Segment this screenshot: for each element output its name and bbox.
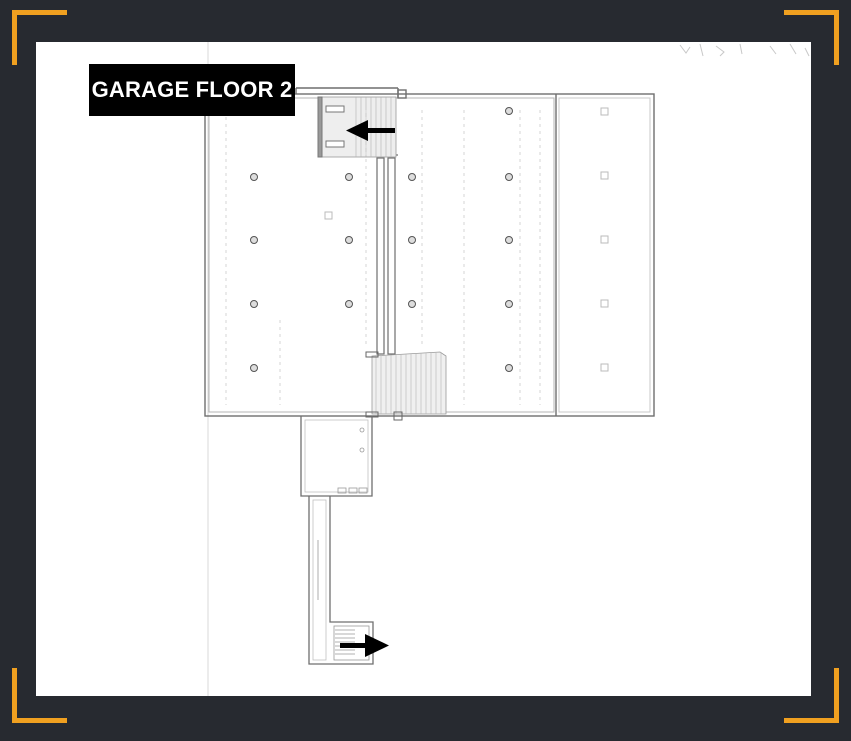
corner-bracket-top-left bbox=[12, 10, 67, 65]
corner-bracket-bottom-right bbox=[784, 668, 839, 723]
structural-columns bbox=[250, 107, 513, 372]
background-sketch bbox=[679, 43, 810, 57]
garage-outline bbox=[204, 87, 655, 417]
corner-bracket-top-right bbox=[784, 10, 839, 65]
floor-title-label: GARAGE FLOOR 2 bbox=[89, 64, 295, 116]
ramp-divider bbox=[372, 154, 398, 355]
arrow-left-icon bbox=[346, 120, 395, 141]
arrow-right-icon bbox=[340, 634, 389, 657]
stair-corridor bbox=[300, 416, 374, 665]
lower-ramp bbox=[371, 351, 447, 415]
corner-bracket-bottom-left bbox=[12, 668, 67, 723]
